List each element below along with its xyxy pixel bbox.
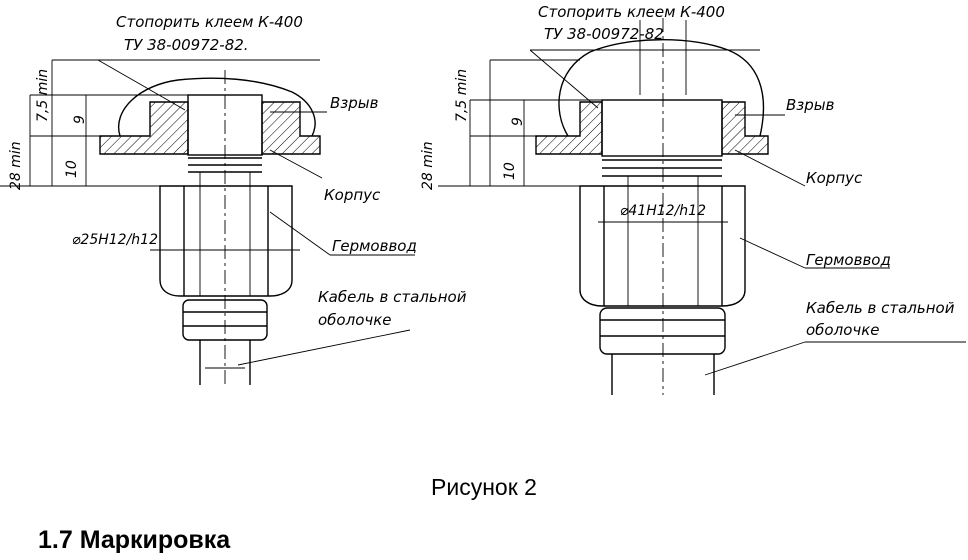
right-dim-total: 28 min xyxy=(420,141,436,190)
right-dim-9: 9 xyxy=(510,117,526,126)
right-dim-diameter: ⌀41H12/h12 xyxy=(620,203,706,219)
right-bushing xyxy=(601,99,723,157)
right-dim-top: 7,5 min xyxy=(454,69,470,122)
left-dim-diameter: ⌀25H12/h12 xyxy=(72,232,158,248)
right-assembly xyxy=(438,18,966,395)
figure-caption: Рисунок 2 xyxy=(431,474,537,500)
right-label-cable-line1: Кабель в стальной xyxy=(806,299,955,317)
right-label-cable-line2: оболочке xyxy=(806,321,880,339)
section-heading: 1.7 Маркировка xyxy=(38,526,231,554)
left-label-cable-line2: оболочке xyxy=(318,311,392,329)
left-dim-top: 7,5 min xyxy=(35,69,51,122)
left-cable-sleeve xyxy=(182,299,268,341)
left-note-line1: Стопорить клеем К-400 xyxy=(116,13,303,31)
right-zone-boundary xyxy=(558,39,765,137)
right-label-explosion: Взрыв xyxy=(786,96,835,114)
left-label-explosion: Взрыв xyxy=(330,94,379,112)
left-nut xyxy=(159,185,293,297)
right-dim-10: 10 xyxy=(502,162,518,180)
left-label-body: Корпус xyxy=(324,186,381,204)
left-dim-total: 28 min xyxy=(8,141,24,190)
left-dim-10: 10 xyxy=(64,160,80,178)
left-dim-9: 9 xyxy=(72,115,88,124)
right-label-gland: Гермоввод xyxy=(806,251,891,269)
right-cable-sleeve xyxy=(599,307,726,355)
left-note-line2: ТУ 38-00972-82. xyxy=(124,36,249,54)
left-label-gland: Гермоввод xyxy=(332,237,417,255)
technical-drawing: Стопорить клеем К-400 ТУ 38-00972-82. Вз… xyxy=(0,3,966,395)
right-plate xyxy=(535,101,603,155)
left-zone-boundary xyxy=(117,77,316,137)
left-assembly xyxy=(0,59,415,385)
right-nut xyxy=(579,185,746,307)
right-note-line1: Стопорить клеем К-400 xyxy=(538,3,725,21)
right-label-body: Корпус xyxy=(806,169,863,187)
left-label-cable-line1: Кабель в стальной xyxy=(318,288,467,306)
left-plate xyxy=(99,101,189,155)
right-note-line2: ТУ 38-00972-82 xyxy=(544,25,664,43)
